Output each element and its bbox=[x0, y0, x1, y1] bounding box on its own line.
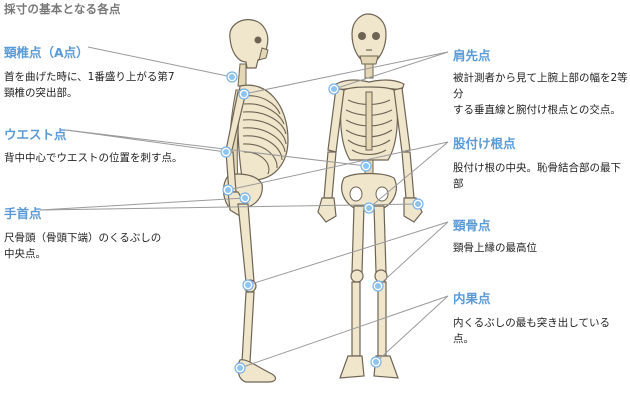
shoulder-leader-line-1 bbox=[243, 51, 449, 95]
crotch-marker-side bbox=[222, 184, 234, 196]
neck-point-title: 頸椎点（A点） bbox=[4, 45, 89, 60]
shoulder-point-desc: 被計測者から見て上腕上部の幅を2等分 する垂直線と腕付け根点との交点。 bbox=[453, 72, 628, 116]
side-skeleton bbox=[222, 19, 289, 383]
ankle-leader-line-2 bbox=[375, 295, 449, 363]
ankle-point-title: 内果点 bbox=[453, 291, 491, 306]
diagram-title: 採寸の基本となる各点 bbox=[4, 2, 121, 16]
tibia-marker-side bbox=[242, 279, 254, 291]
ankle-leader-line-1 bbox=[239, 295, 449, 369]
waist-marker-side bbox=[220, 146, 232, 158]
front-skeleton bbox=[317, 13, 423, 379]
tibia-leader-line-2 bbox=[377, 221, 449, 287]
tibia-point-desc: 頸骨上縁の最高位 bbox=[453, 242, 537, 254]
wrist-marker-side bbox=[239, 192, 251, 204]
ankle-marker-front bbox=[370, 356, 382, 368]
crotch-point-title: 股付け根点 bbox=[453, 136, 516, 151]
waist-point-title: ウエスト点 bbox=[4, 127, 67, 142]
neck-marker bbox=[226, 71, 238, 83]
ankle-marker-side bbox=[234, 362, 246, 374]
neck-leader-line bbox=[87, 46, 233, 78]
shoulder-leader-line-2 bbox=[333, 51, 449, 90]
waist-leader-line-2 bbox=[65, 129, 367, 167]
tibia-marker-front bbox=[372, 280, 384, 292]
wrist-marker-front bbox=[412, 198, 424, 210]
crotch-point-desc: 股付け根の中央。恥骨結合部の最下部 bbox=[453, 162, 621, 190]
crotch-marker-front bbox=[363, 202, 375, 214]
shoulder-marker-side bbox=[238, 88, 250, 100]
shoulder-marker-front bbox=[328, 83, 340, 95]
waist-marker-front bbox=[360, 160, 372, 172]
ankle-point-desc: 内くるぶしの最も突き出している点。 bbox=[453, 317, 610, 345]
wrist-point-title: 手首点 bbox=[4, 206, 42, 221]
neck-point-desc: 首を曲げた時に、1番盛り上がる第7 頸椎の突出部。 bbox=[4, 71, 175, 99]
waist-point-desc: 背中中心でウエストの位置を刺す点。 bbox=[4, 152, 183, 164]
wrist-point-desc: 尺骨頭（骨頭下端）のくるぶしの 中央点。 bbox=[4, 232, 162, 260]
crotch-leader-line-2 bbox=[368, 141, 449, 209]
shoulder-point-title: 肩先点 bbox=[453, 48, 491, 63]
crotch-leader-line-1 bbox=[227, 141, 449, 191]
tibia-point-title: 頸骨点 bbox=[453, 218, 491, 233]
wrist-leader-line-2 bbox=[39, 203, 419, 211]
tibia-leader-line-1 bbox=[247, 221, 449, 286]
wrist-leader-line-1 bbox=[39, 197, 246, 211]
